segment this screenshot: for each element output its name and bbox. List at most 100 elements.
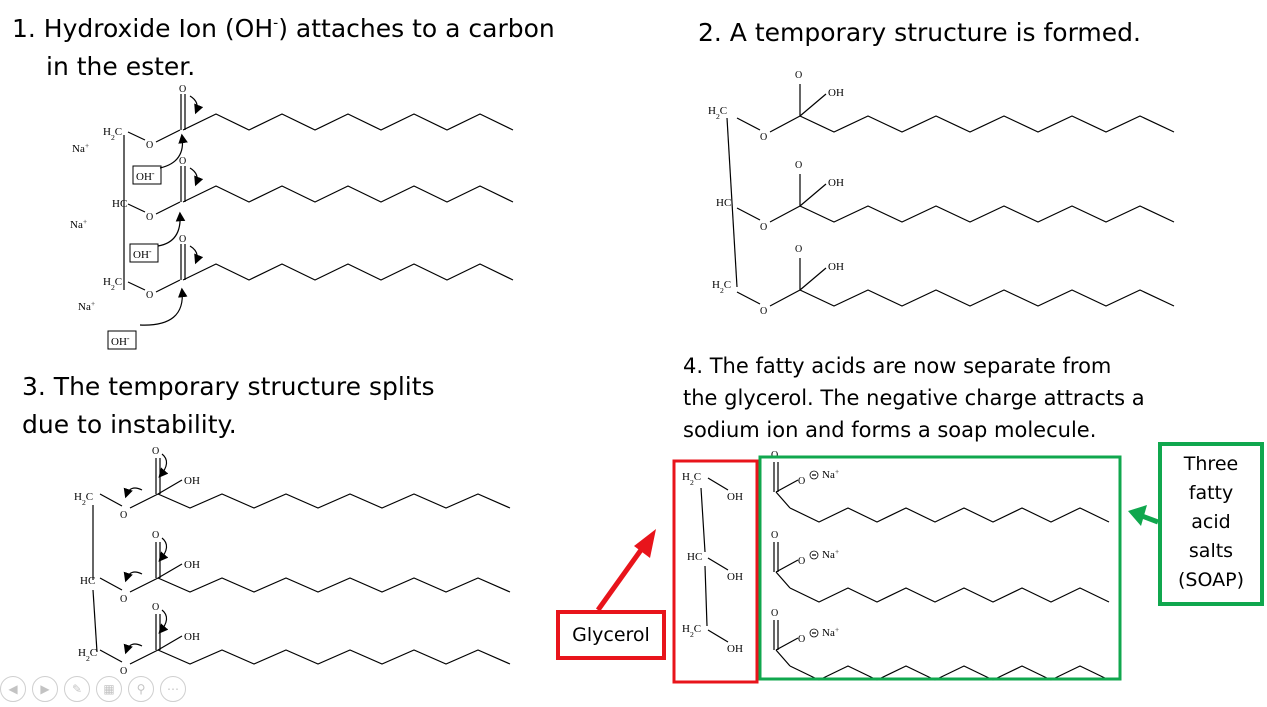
ch2-label: H2C bbox=[682, 623, 701, 639]
bond bbox=[129, 493, 159, 509]
bond bbox=[127, 203, 146, 213]
atom-label: O bbox=[760, 306, 767, 317]
atom-label: O bbox=[146, 212, 153, 223]
atom-label: O bbox=[771, 530, 778, 541]
bond bbox=[129, 649, 159, 665]
fatty-acid-chain bbox=[182, 113, 514, 131]
hydroxyl-label: OH bbox=[727, 491, 743, 503]
glycerol-backbone bbox=[704, 565, 708, 627]
glycerol-arrow bbox=[595, 529, 656, 612]
bond bbox=[769, 289, 801, 307]
atom-label: O bbox=[120, 594, 127, 605]
more-icon[interactable]: ⋯ bbox=[160, 676, 186, 702]
fatty-acid-chain bbox=[789, 587, 1110, 603]
hydroxide-ion: OH- bbox=[136, 169, 155, 184]
ch2-label: H2C bbox=[103, 126, 122, 142]
bond bbox=[799, 93, 827, 117]
atom-label: O bbox=[179, 234, 186, 245]
fatty-acid-chain bbox=[157, 577, 511, 593]
fatty-acid-salts-box bbox=[758, 455, 1122, 681]
electron-arrow bbox=[158, 609, 169, 634]
bond bbox=[736, 207, 761, 221]
bond bbox=[157, 635, 183, 651]
slideshow-controls: ◀ ▶ ✎ ▦ ⚲ ⋯ bbox=[0, 676, 186, 704]
fatty-acid-chain bbox=[799, 205, 1175, 223]
electron-arrow bbox=[123, 643, 143, 655]
sodium-ion: Na+ bbox=[822, 625, 839, 640]
glycerol-backbone bbox=[92, 589, 98, 653]
bond bbox=[99, 577, 123, 591]
atom-label: HC bbox=[716, 197, 731, 209]
atom-label: OH bbox=[828, 177, 844, 189]
electron-arrow bbox=[189, 167, 204, 187]
sodium-ion: Na+ bbox=[822, 467, 839, 482]
electron-arrow bbox=[189, 95, 204, 115]
zoom-icon[interactable]: ⚲ bbox=[128, 676, 154, 702]
electron-arrow bbox=[123, 571, 143, 583]
electron-arrow bbox=[123, 487, 143, 499]
prev-icon[interactable]: ◀ bbox=[0, 676, 26, 702]
atom-label: OH bbox=[184, 559, 200, 571]
fatty-acid-chain bbox=[157, 649, 511, 665]
step-2-title: 2. A temporary structure is formed. bbox=[698, 18, 1141, 47]
fatty-acid-bond bbox=[775, 649, 791, 667]
bond bbox=[775, 637, 799, 651]
bond bbox=[127, 131, 146, 141]
bond bbox=[155, 201, 181, 215]
electron-arrow bbox=[158, 453, 169, 478]
glycerol-box bbox=[672, 459, 759, 684]
fatty-acid-bond bbox=[775, 571, 791, 589]
ch2-label: H2C bbox=[78, 647, 97, 663]
electron-arrow bbox=[189, 245, 204, 265]
electron-arrow bbox=[159, 133, 188, 169]
bond bbox=[707, 477, 729, 491]
negative-charge bbox=[809, 550, 819, 560]
bond bbox=[799, 183, 827, 207]
bond bbox=[736, 291, 761, 305]
hydroxyl-label: OH bbox=[727, 643, 743, 655]
carboxylate-oxygen: O bbox=[798, 556, 805, 567]
atom-label: OH bbox=[828, 261, 844, 273]
atom-label: O bbox=[760, 132, 767, 143]
atom-label: OH bbox=[828, 87, 844, 99]
bond bbox=[775, 479, 799, 493]
sodium-ion: Na+ bbox=[70, 217, 87, 232]
hydroxide-box bbox=[129, 243, 159, 263]
bond bbox=[736, 117, 761, 131]
bond bbox=[775, 559, 799, 573]
hydroxide-ion: OH- bbox=[111, 334, 130, 349]
atom-label: O bbox=[120, 510, 127, 521]
bond bbox=[769, 205, 801, 223]
atom-label: O bbox=[179, 156, 186, 167]
bond bbox=[155, 279, 181, 293]
bond bbox=[129, 577, 159, 593]
atom-label: OH bbox=[184, 475, 200, 487]
bond bbox=[155, 129, 181, 143]
atom-label: O bbox=[120, 666, 127, 677]
slides-icon[interactable]: ▦ bbox=[96, 676, 122, 702]
atom-label: O bbox=[795, 70, 802, 81]
hydroxide-box bbox=[132, 165, 162, 185]
fatty-acid-chain bbox=[799, 115, 1175, 133]
bond bbox=[157, 563, 183, 579]
atom-label: O bbox=[152, 446, 159, 457]
pen-icon[interactable]: ✎ bbox=[64, 676, 90, 702]
electron-arrow bbox=[157, 211, 186, 247]
step-1-title: 1. Hydroxide Ion (OH-) attaches to a car… bbox=[12, 14, 555, 81]
atom-label: OH bbox=[184, 631, 200, 643]
negative-charge bbox=[809, 628, 819, 638]
fatty-acid-chain bbox=[789, 507, 1110, 523]
next-icon[interactable]: ▶ bbox=[32, 676, 58, 702]
electron-arrow bbox=[158, 537, 169, 562]
bond bbox=[157, 479, 183, 495]
ch2-label: H2C bbox=[74, 491, 93, 507]
atom-label: HC bbox=[687, 551, 702, 563]
bond bbox=[707, 629, 729, 643]
ch2-label: H2C bbox=[708, 105, 727, 121]
fatty-acid-chain bbox=[182, 185, 514, 203]
sodium-ion: Na+ bbox=[78, 299, 95, 314]
sodium-ion: Na+ bbox=[822, 547, 839, 562]
soap-label: Three fatty acid salts (SOAP) bbox=[1158, 442, 1264, 606]
